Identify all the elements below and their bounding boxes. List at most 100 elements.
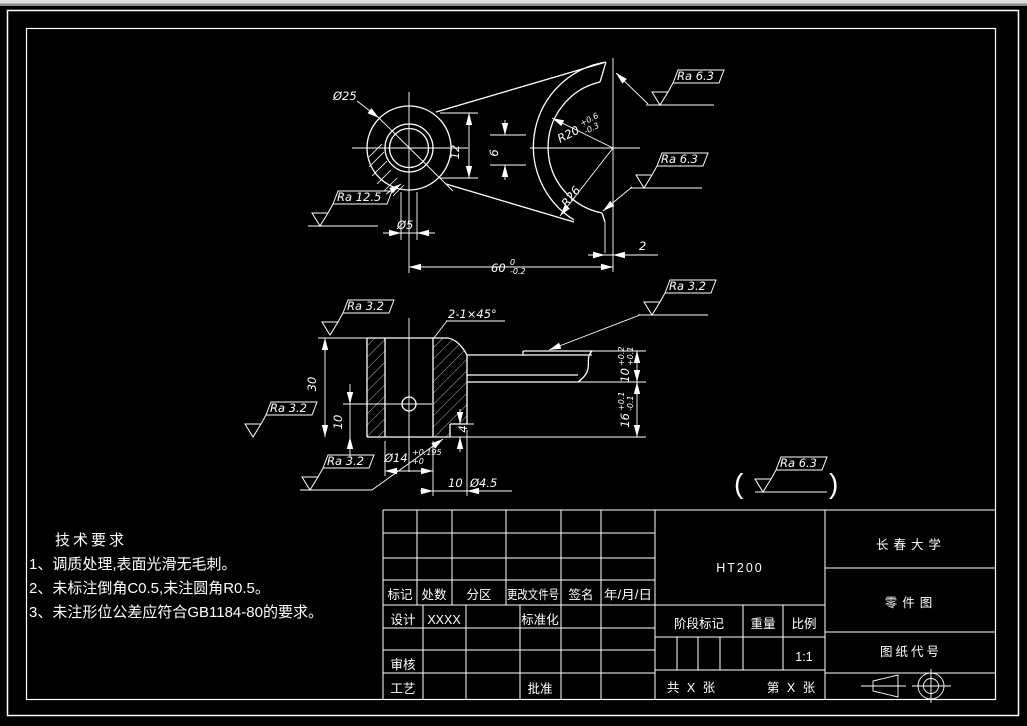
- svg-text:Ø14: Ø14: [383, 451, 408, 465]
- svg-text:0: 0: [510, 258, 515, 267]
- roughness-symbol: Ra 6.3: [646, 69, 725, 106]
- tb-label-date: 年/月/日: [604, 588, 652, 602]
- boss-hatching: [368, 143, 405, 197]
- roughness-symbol: Ra 3.2: [321, 299, 395, 336]
- tb-label-signature: 签名: [568, 587, 593, 602]
- roughness-value: Ra 3.2: [327, 454, 364, 468]
- svg-text:-0.2: -0.2: [510, 267, 526, 276]
- tb-label-audit: 审核: [390, 657, 416, 672]
- chamfer-note: 2-1×45°: [448, 307, 497, 321]
- roughness-symbol: Ra 3.2: [244, 401, 318, 438]
- sheet-border: [6, 9, 1020, 717]
- tb-label-change-file-no: 更改文件号: [507, 587, 559, 602]
- roughness-value: Ra 3.2: [347, 299, 384, 313]
- section-view: 30 10 4 Ø14 +0.195 +0 10 Ø4.5 2-1×45° 10…: [305, 307, 646, 496]
- roughness-value: Ra 3.2: [669, 279, 706, 293]
- roughness-value: Ra 6.3: [677, 69, 714, 83]
- tb-label-zone: 分区: [466, 588, 491, 602]
- svg-text:16: 16: [618, 413, 632, 428]
- roughness-value: Ra 6.3: [780, 456, 817, 470]
- dim-10-toleranced: 10 +0.2 +0.1: [617, 347, 635, 383]
- roughness-value: Ra 6.3: [661, 152, 698, 166]
- svg-text:+0.1: +0.1: [617, 392, 626, 411]
- tb-label-scale: 比例: [791, 617, 816, 631]
- dim-16-toleranced: 16 +0.1 -0.1: [617, 392, 635, 428]
- projection-symbol-icon: [861, 669, 951, 703]
- check-mark-icon: [321, 299, 395, 336]
- dim-30: 30: [305, 377, 319, 392]
- tb-sheets-total: 共 X 张: [667, 680, 717, 695]
- svg-text:+0.195: +0.195: [412, 448, 442, 457]
- section-hatch-right: [433, 338, 467, 437]
- check-mark-icon: [300, 454, 375, 491]
- title-block: 标记 处数 分区 更改文件号 签名 年/月/日 设计 XXXX 标准化 审核 工…: [382, 509, 996, 703]
- tb-doc-type: 零件图: [885, 596, 938, 610]
- paren-open: (: [734, 468, 744, 499]
- dim-diameter-5: Ø5: [396, 218, 413, 232]
- roughness-symbol: Ra 3.2: [638, 279, 717, 316]
- svg-text:60: 60: [491, 261, 506, 275]
- tb-label-mark: 标记: [387, 588, 413, 602]
- tb-label-count: 处数: [421, 587, 447, 602]
- dim-diameter-25: Ø25: [332, 89, 357, 103]
- general-roughness-note: ( ): [734, 468, 838, 499]
- check-mark-icon: [244, 401, 318, 438]
- roughness-symbol: Ra 12.5: [308, 190, 393, 227]
- svg-text:6: 6: [487, 149, 501, 156]
- svg-text:-0.1: -0.1: [626, 395, 635, 411]
- title-block-grid: [382, 509, 996, 700]
- svg-text:+0: +0: [412, 457, 424, 466]
- roughness-symbol: Ra 6.3: [630, 152, 709, 189]
- roughness-symbol: Ra 3.2: [300, 454, 375, 491]
- dim-10-left: 10: [331, 415, 345, 430]
- tb-drawing-code: 图纸代号: [880, 645, 942, 659]
- svg-text:10: 10: [331, 415, 345, 430]
- svg-text:10: 10: [618, 368, 632, 383]
- tb-label-weight: 重量: [750, 616, 775, 631]
- svg-text:+0.2: +0.2: [617, 347, 626, 366]
- dim-12: 12: [448, 145, 462, 160]
- tb-label-design: 设计: [390, 612, 415, 627]
- top-view-dimension-arrows: [356, 72, 649, 271]
- roughness-value: Ra 12.5: [337, 190, 381, 204]
- tech-req-item-1: 1、调质处理,表面光滑无毛刺。: [29, 556, 237, 573]
- check-mark-icon: [754, 456, 828, 493]
- dim-diameter-14-toleranced: Ø14 +0.195 +0: [383, 448, 442, 466]
- tech-req-title: 技术要求: [55, 532, 127, 549]
- tech-req-item-3: 3、未注形位公差应符合GB1184-80的要求。: [29, 603, 323, 621]
- tb-scale-value: 1:1: [795, 650, 812, 664]
- check-mark-icon: [308, 190, 393, 227]
- check-mark-icon: [646, 69, 725, 106]
- tb-label-process: 工艺: [390, 682, 415, 696]
- paren-close: ): [829, 468, 838, 499]
- section-extension-lines: [318, 320, 646, 496]
- dim-10-bottom: 10: [448, 476, 463, 490]
- check-mark-icon: [630, 152, 709, 189]
- tb-organization: 长春大学: [876, 537, 946, 552]
- check-mark-icon: [638, 279, 717, 316]
- dim-6: 6: [487, 149, 501, 156]
- section-outline: [366, 337, 593, 438]
- section-hatch-left: [367, 338, 385, 437]
- dim-60-toleranced: 60 0 -0.2: [491, 258, 526, 276]
- section-centerlines: [343, 318, 432, 472]
- tech-req-item-2: 2、未标注倒角C0.5,未注圆角R0.5。: [29, 580, 270, 597]
- tb-design-value: XXXX: [427, 613, 461, 627]
- tb-sheet-index: 第 X 张: [767, 680, 817, 695]
- tb-label-standardization: 标准化: [521, 613, 559, 627]
- roughness-value: Ra 3.2: [270, 401, 307, 415]
- technical-requirements: 技术要求 1、调质处理,表面光滑无毛刺。 2、未标注倒角C0.5,未注圆角R0.…: [29, 532, 323, 621]
- svg-text:+0.1: +0.1: [626, 347, 635, 366]
- dim-4: 4: [456, 425, 470, 432]
- dim-2: 2: [639, 239, 646, 253]
- window-edge: [0, 0, 1027, 6]
- dim-diameter-4-5: Ø4.5: [469, 476, 497, 490]
- tb-label-approve: 批准: [527, 681, 552, 696]
- svg-text:12: 12: [448, 145, 462, 160]
- tb-label-stage-mark: 阶段标记: [674, 616, 725, 631]
- svg-text:4: 4: [456, 425, 470, 432]
- roughness-symbol: Ra 6.3: [754, 456, 828, 493]
- section-dimension-arrows: [321, 314, 641, 495]
